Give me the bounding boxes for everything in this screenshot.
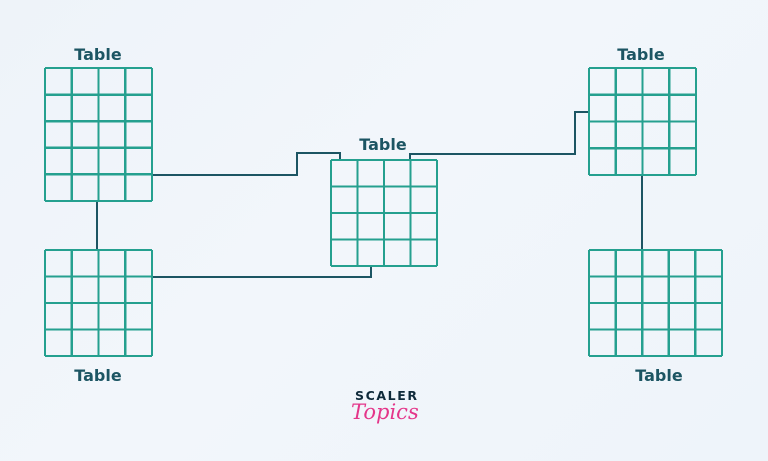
- table-grid: [43, 66, 154, 203]
- connector-left-top-to-center: [153, 152, 341, 176]
- logo-script: Topics: [351, 400, 419, 424]
- table-label: Table: [74, 366, 122, 385]
- table-left-bottom: Table: [43, 248, 154, 385]
- table-grid: [43, 248, 154, 358]
- logo-wordmark: SCALER: [355, 388, 419, 403]
- table-label: Table: [359, 135, 407, 154]
- connector-center-to-right-top: [409, 111, 589, 160]
- table-center: Table: [329, 135, 439, 268]
- table-left-top: Table: [43, 45, 154, 203]
- scaler-topics-logo: SCALER Topics: [339, 388, 429, 440]
- connectors: [96, 111, 643, 278]
- table-grid: [587, 66, 698, 177]
- table-grid: [329, 158, 439, 268]
- table-label: Table: [617, 45, 665, 64]
- table-label: Table: [635, 366, 683, 385]
- table-grid: [587, 248, 724, 358]
- table-right-bottom: Table: [587, 248, 724, 385]
- connector-left-bottom-to-center: [153, 266, 372, 278]
- table-right-top: Table: [587, 45, 698, 177]
- table-label: Table: [74, 45, 122, 64]
